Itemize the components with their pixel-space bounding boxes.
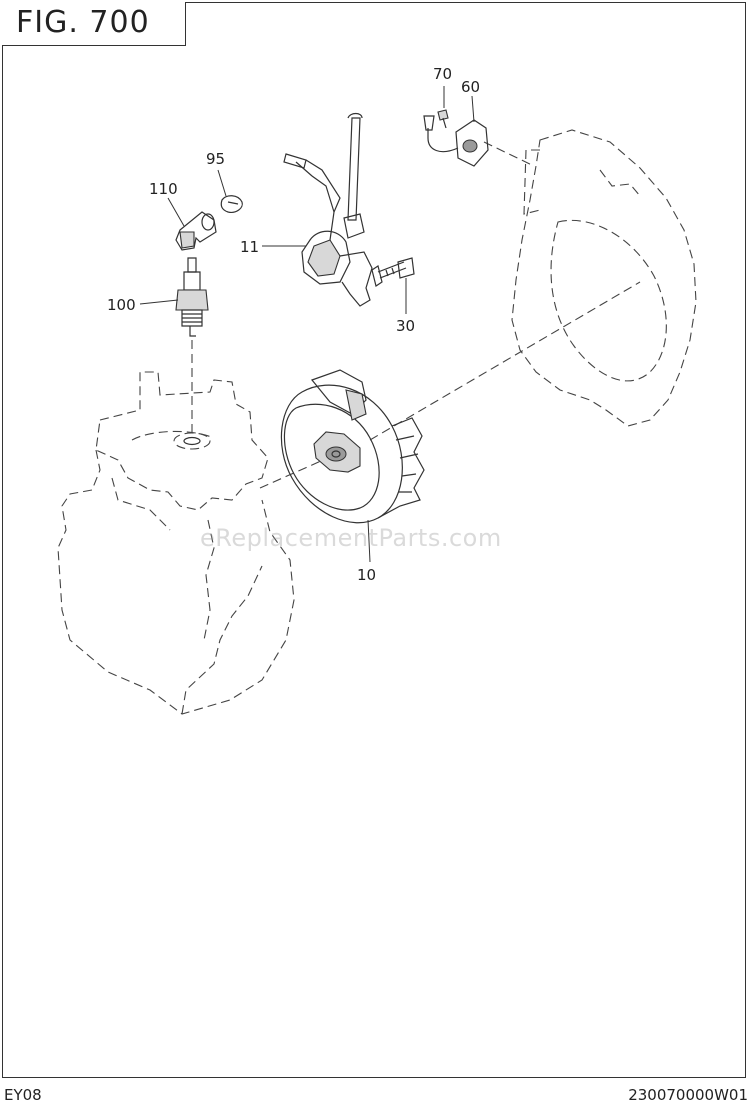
clip-95 (220, 195, 243, 213)
callout-95: 95 (206, 150, 225, 168)
leader-lines (139, 86, 475, 563)
screw-70 (437, 109, 449, 129)
model-code: EY08 (4, 1086, 42, 1104)
figure-title: FIG. 700 (2, 2, 186, 46)
stop-switch-60 (423, 115, 489, 167)
callout-11: 11 (240, 238, 259, 256)
callout-30: 30 (396, 317, 415, 335)
callout-labels: 70 60 95 110 11 100 30 10 (107, 65, 480, 584)
callout-10: 10 (357, 566, 376, 584)
callout-60: 60 (461, 78, 480, 96)
bolt-30 (371, 257, 415, 287)
assembly-center-lines (191, 141, 641, 489)
callout-110: 110 (149, 180, 178, 198)
engine-block-outline (57, 371, 295, 715)
callout-100: 100 (107, 296, 136, 314)
diagram-frame (2, 2, 746, 1078)
drawing-number: 230070000W01 (628, 1086, 748, 1104)
plug-cap-110 (175, 211, 217, 251)
fan-cover-outline (511, 129, 697, 427)
ignition-coil (283, 112, 373, 307)
flywheel (280, 369, 425, 524)
watermark: eReplacementParts.com (200, 524, 502, 552)
callout-70: 70 (433, 65, 452, 83)
spark-plug-100 (175, 257, 209, 337)
